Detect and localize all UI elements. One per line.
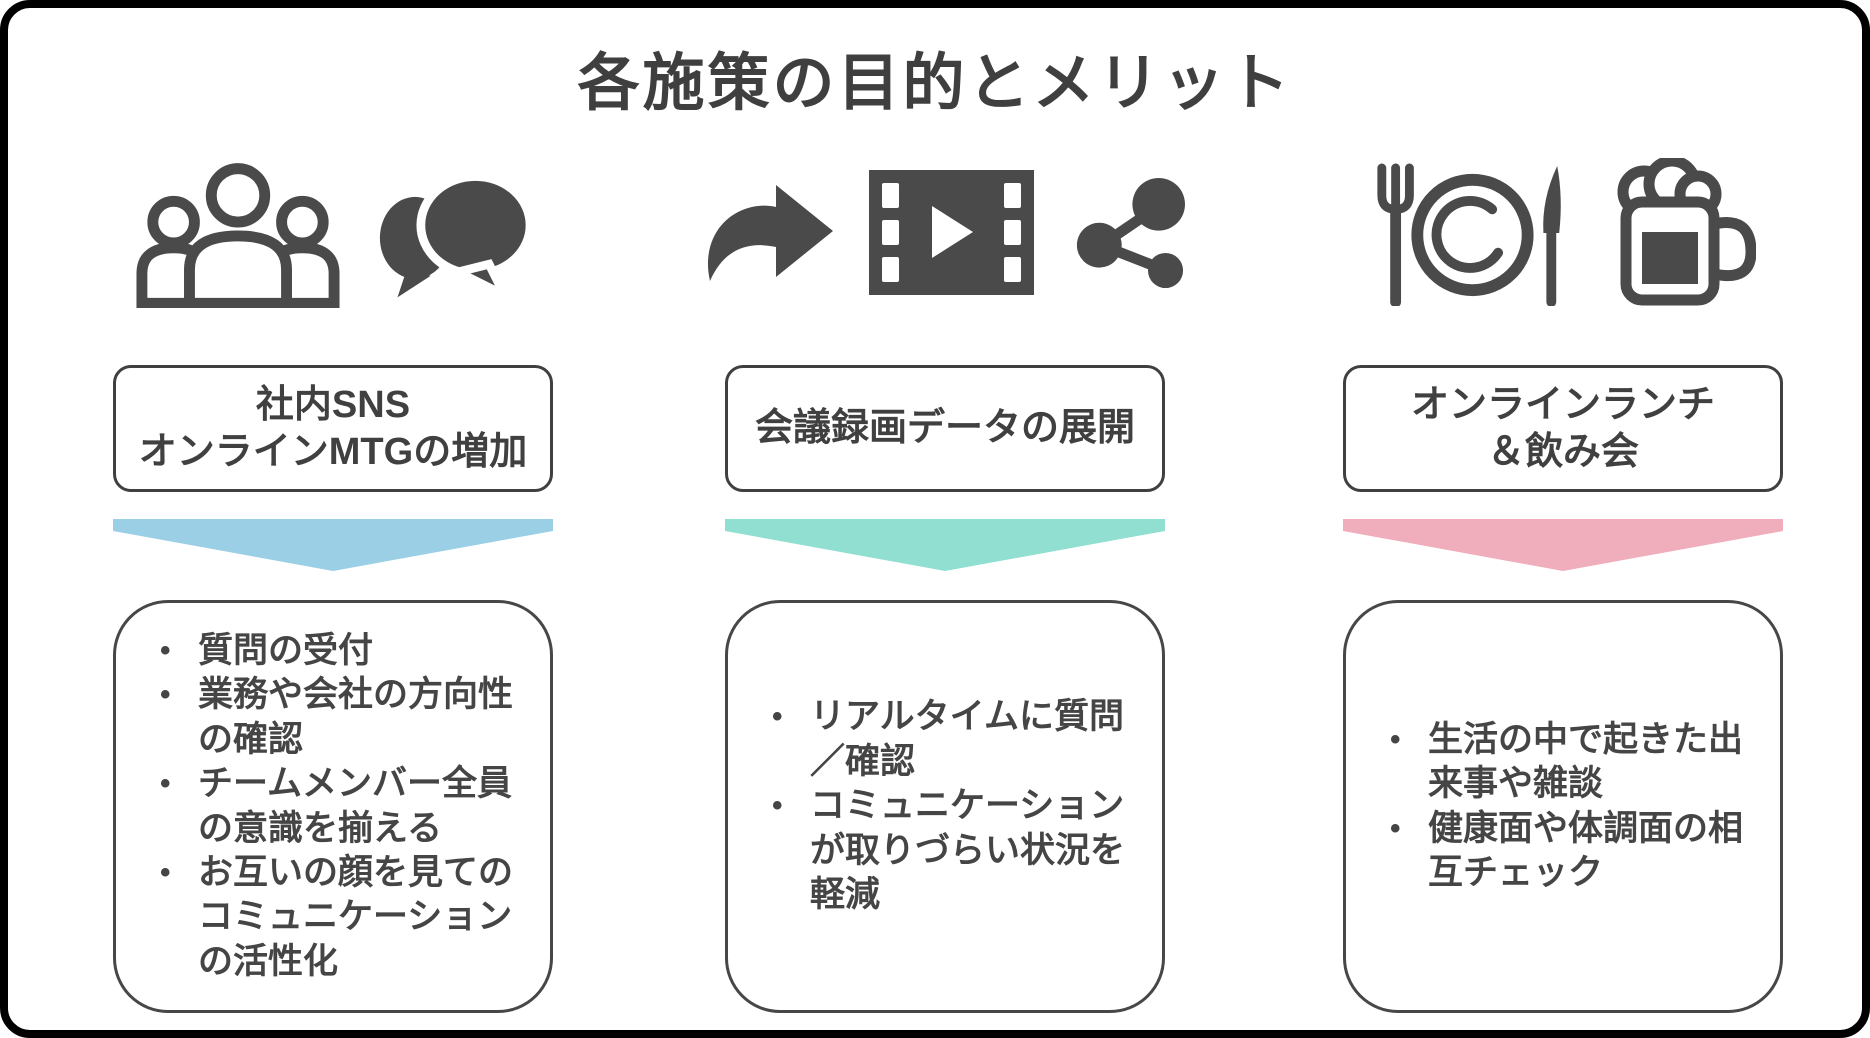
list-item: 質問の受付 xyxy=(132,629,526,673)
list-item: お互いの顔を見てのコミュニケーションの活性化 xyxy=(132,851,526,984)
dining-icon xyxy=(1370,160,1572,311)
down-arrow-ribbon-pink xyxy=(1343,519,1783,571)
people-group-icon xyxy=(134,158,342,313)
down-arrow-ribbon-teal xyxy=(725,519,1165,571)
measure-header-lunch-label: オンラインランチ ＆飲み会 xyxy=(1410,384,1715,473)
list-item: リアルタイムに質問／確認 xyxy=(744,695,1138,784)
measure-header-lunch: オンラインランチ ＆飲み会 xyxy=(1343,365,1783,492)
icon-group-recording xyxy=(685,150,1205,320)
chat-bubbles-icon xyxy=(376,164,535,307)
list-item: 健康面や体調面の相互チェック xyxy=(1362,807,1756,896)
measure-header-sns: 社内SNS オンラインMTGの増加 xyxy=(113,365,553,492)
forward-arrow-icon xyxy=(700,183,835,288)
share-nodes-icon xyxy=(1068,177,1190,294)
benefits-box-sns: 質問の受付 業務や会社の方向性の確認 チームメンバー全員の意識を揃える お互いの… xyxy=(113,600,553,1013)
column-recording: 会議録画データの展開 リアルタイムに質問／確認 コミュニケーションが取りづらい状… xyxy=(707,8,1185,1030)
measure-header-recording: 会議録画データの展開 xyxy=(725,365,1165,492)
benefits-list-lunch: 生活の中で起きた出来事や雑談 健康面や体調面の相互チェック xyxy=(1362,718,1756,896)
page-title: 各施策の目的とメリット xyxy=(577,49,1293,118)
list-item: コミュニケーションが取りづらい状況を軽減 xyxy=(744,784,1138,917)
benefits-list-recording: リアルタイムに質問／確認 コミュニケーションが取りづらい状況を軽減 xyxy=(744,695,1138,917)
list-item: チームメンバー全員の意識を揃える xyxy=(132,762,526,851)
column-sns: 社内SNS オンラインMTGの増加 質問の受付 業務や会社の方向性の確認 チーム… xyxy=(113,8,553,1030)
benefits-box-recording: リアルタイムに質問／確認 コミュニケーションが取りづらい状況を軽減 xyxy=(725,600,1165,1013)
list-item: 業務や会社の方向性の確認 xyxy=(132,673,526,762)
beer-mug-icon xyxy=(1606,155,1757,313)
film-play-icon xyxy=(869,170,1034,300)
down-arrow-ribbon-blue xyxy=(113,519,553,571)
benefits-list-sns: 質問の受付 業務や会社の方向性の確認 チームメンバー全員の意識を揃える お互いの… xyxy=(132,629,526,985)
icon-group-lunch xyxy=(1303,150,1823,320)
measure-header-recording-label: 会議録画データの展開 xyxy=(754,407,1135,450)
icon-group-sns xyxy=(73,150,593,320)
column-lunch: オンラインランチ ＆飲み会 生活の中で起きた出来事や雑談 健康面や体調面の相互チ… xyxy=(1343,8,1783,1030)
measure-header-sns-label: 社内SNS オンラインMTGの増加 xyxy=(138,384,528,473)
list-item: 生活の中で起きた出来事や雑談 xyxy=(1362,718,1756,807)
benefits-box-lunch: 生活の中で起きた出来事や雑談 健康面や体調面の相互チェック xyxy=(1343,600,1783,1013)
